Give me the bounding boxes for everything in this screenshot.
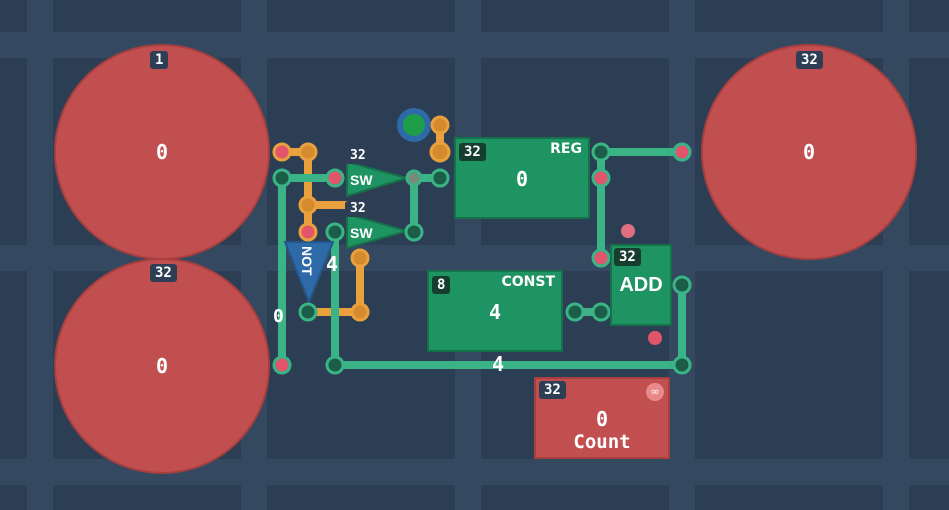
constant-width: 8 — [432, 276, 451, 294]
constant-component[interactable]: CONST 4 — [427, 270, 563, 352]
loose-pins[interactable] — [621, 224, 662, 345]
input-1bit[interactable]: 0 — [54, 44, 270, 260]
register-width: 32 — [459, 143, 486, 161]
switch-1-label: SW — [350, 172, 373, 188]
counter-label: Count — [573, 431, 631, 453]
input-32bit-value: 0 — [155, 354, 169, 378]
switch-2-label: SW — [350, 225, 373, 241]
constant-value: 4 — [488, 300, 502, 324]
red-pins[interactable] — [272, 142, 692, 375]
switch-out-pin[interactable] — [405, 169, 423, 187]
not-gate-label: NOT — [299, 246, 315, 276]
clock-inner — [403, 114, 425, 136]
input-32bit[interactable]: 0 — [54, 258, 270, 474]
switch-2-width: 32 — [345, 201, 371, 217]
orange-pins[interactable] — [298, 115, 451, 322]
switch-2[interactable] — [346, 212, 411, 250]
switch-1[interactable] — [346, 160, 411, 198]
switch-1-width: 32 — [345, 148, 371, 164]
wire-label-4-b: 4 — [492, 352, 505, 376]
output-32bit-width: 32 — [796, 51, 823, 69]
link-icon[interactable]: ∞ — [646, 383, 664, 401]
not-gate[interactable] — [283, 241, 335, 305]
register-title: REG — [550, 141, 582, 157]
wire-label-4-a: 4 — [326, 252, 339, 276]
green-pins[interactable] — [272, 142, 692, 375]
output-32bit-value: 0 — [802, 140, 816, 164]
wire-label-0: 0 — [273, 306, 284, 327]
green-wires[interactable] — [278, 148, 686, 369]
adder-component[interactable]: ADD — [610, 244, 672, 326]
adder-title: ADD — [619, 274, 663, 296]
adder-width: 32 — [614, 248, 641, 266]
output-32bit[interactable]: 0 — [701, 44, 917, 260]
register-value: 0 — [515, 167, 529, 191]
input-32bit-width: 32 — [150, 264, 177, 282]
input-1bit-value: 0 — [155, 140, 169, 164]
counter-value: 0 — [595, 407, 609, 431]
register-component[interactable]: REG 0 — [454, 137, 590, 219]
input-1bit-width: 1 — [150, 51, 169, 69]
counter-width: 32 — [539, 381, 566, 399]
constant-title: CONST — [501, 274, 555, 290]
